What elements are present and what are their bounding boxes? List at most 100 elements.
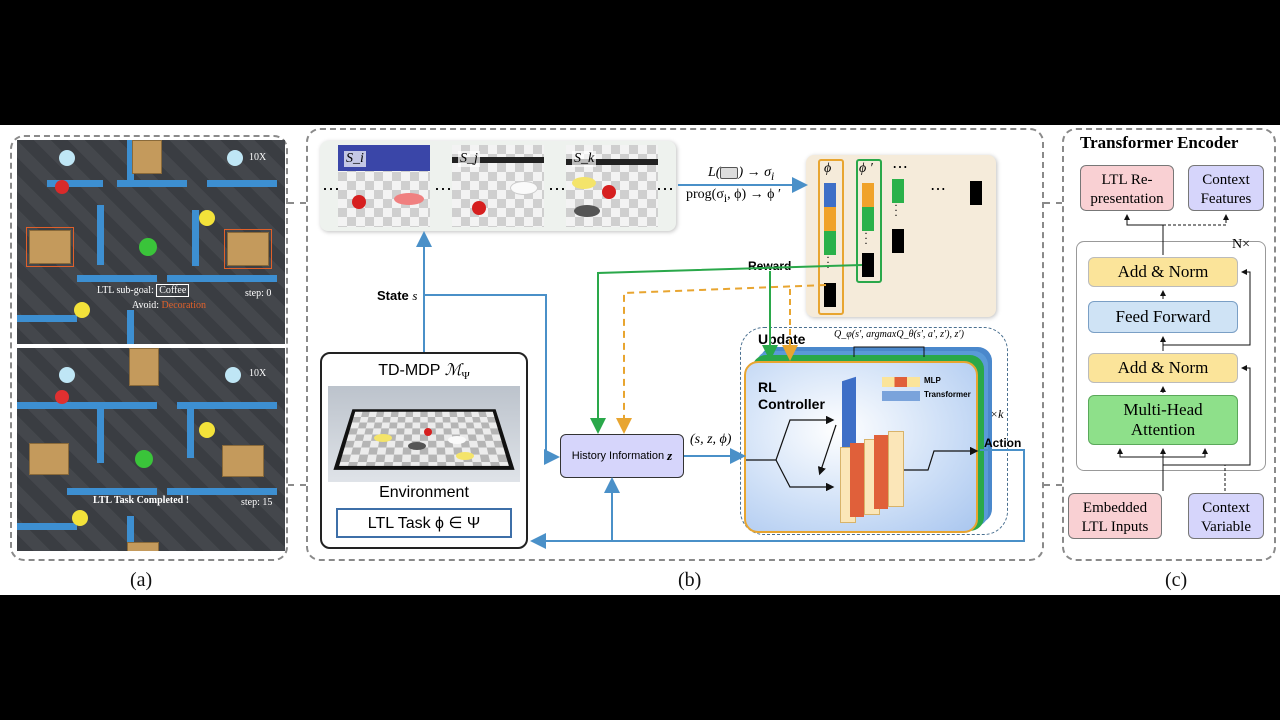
caption-c: (c) bbox=[1165, 569, 1188, 591]
legend-mlp-label: MLP bbox=[924, 376, 941, 385]
td-mdp-title: TD-MDP ℳΨ bbox=[322, 360, 526, 382]
arrow bbox=[1163, 214, 1229, 226]
context-features-box: Context Features bbox=[1188, 165, 1264, 211]
progression-tail: , ϕ) → ϕ ′ bbox=[727, 187, 782, 202]
caption-a: (a) bbox=[130, 569, 153, 591]
cardboard-box bbox=[132, 140, 162, 174]
ltl-representation-box: LTL Re- presentation bbox=[1080, 165, 1174, 211]
arrow bbox=[1163, 448, 1208, 458]
formula-cell bbox=[892, 179, 904, 203]
phi-cell bbox=[824, 231, 836, 255]
tuple-label: (s, z, ϕ) bbox=[690, 432, 732, 447]
red-ball bbox=[602, 185, 616, 199]
state-image-wall bbox=[566, 159, 658, 165]
labeling-function: L() → σi bbox=[708, 165, 774, 183]
wall bbox=[97, 205, 104, 265]
state-image: S_i bbox=[338, 145, 430, 227]
td-mdp-math: ℳ bbox=[444, 362, 462, 379]
arrow bbox=[1117, 448, 1163, 458]
arrow-reward bbox=[590, 264, 863, 434]
robot-green-goal bbox=[135, 450, 153, 468]
wall bbox=[167, 275, 277, 282]
wall bbox=[47, 180, 103, 187]
red-ball bbox=[55, 390, 69, 404]
light-blue-ball bbox=[59, 367, 75, 383]
dark-disc bbox=[574, 205, 600, 217]
wall bbox=[187, 408, 194, 458]
formula-cell bbox=[892, 229, 904, 253]
robot-marker bbox=[55, 180, 69, 194]
encoder-block-frame bbox=[1076, 241, 1266, 471]
wall bbox=[127, 140, 134, 185]
phi-cell bbox=[824, 207, 836, 231]
cardboard-box bbox=[129, 348, 159, 386]
update-region bbox=[740, 327, 1008, 535]
wall bbox=[127, 310, 134, 344]
light-blue-ball bbox=[225, 367, 241, 383]
phi-column bbox=[818, 159, 844, 315]
red-disc bbox=[394, 193, 424, 205]
green-ball bbox=[139, 238, 157, 256]
state-label-text: State bbox=[377, 288, 409, 303]
wall bbox=[67, 488, 157, 495]
arrow-action-to-env bbox=[530, 449, 1025, 549]
formula-progression-box: ϕ ··· ϕ ′ ··· ⋯ ··· ⋯ bbox=[806, 155, 996, 317]
td-mdp-sub: Ψ bbox=[461, 370, 470, 383]
history-information-box: History Information z bbox=[560, 434, 684, 478]
panel-a-bottom-photo: 10X LTL Task Completed ! step: 15 bbox=[17, 348, 285, 551]
vertical-ellipsis: ··· bbox=[864, 226, 868, 250]
arrow-formula-to-history bbox=[616, 284, 827, 434]
multi-head-attention-block: Multi-Head Attention bbox=[1088, 395, 1238, 445]
sensor-icon bbox=[720, 166, 739, 179]
yellow-ball bbox=[199, 422, 215, 438]
white-disc bbox=[510, 181, 538, 195]
dark-disc bbox=[408, 442, 426, 450]
embedded-ltl-inputs-box: Embedded LTL Inputs bbox=[1068, 493, 1162, 539]
legend-transformer-label: Transformer bbox=[924, 390, 971, 399]
figure-canvas: 10X LTL sub-goal: Coffee step: 0 Avoid: … bbox=[0, 125, 1280, 595]
labeling-function-sub: i bbox=[771, 169, 775, 183]
light-blue-ball bbox=[227, 150, 243, 166]
ellipsis: ⋯ bbox=[434, 179, 452, 199]
yellow-ball bbox=[74, 302, 90, 318]
phi-prime-cell bbox=[862, 207, 874, 231]
progression-function: prog(σi, ϕ) → ϕ ′ bbox=[686, 187, 781, 205]
arrow-state-to-history bbox=[424, 294, 560, 465]
progression-head: prog(σ bbox=[686, 187, 724, 202]
arrow bbox=[1124, 214, 1163, 226]
history-var: z bbox=[667, 448, 673, 463]
panel-b-frame bbox=[306, 128, 1044, 561]
subgoal-value: Coffee bbox=[156, 284, 190, 297]
legend-mlp-swatch bbox=[882, 377, 920, 387]
speed-label: 10X bbox=[249, 152, 267, 163]
panel-connector bbox=[1044, 202, 1062, 204]
feed-forward-block: Feed Forward bbox=[1088, 301, 1238, 333]
state-label-si: S_i bbox=[344, 151, 366, 167]
avoid-label: Avoid: Decoration bbox=[132, 300, 206, 311]
n-times-label: N× bbox=[1232, 237, 1251, 252]
controller-wire bbox=[853, 346, 925, 357]
yellow-disc bbox=[456, 452, 474, 460]
panel-connector bbox=[288, 484, 306, 486]
yellow-ball bbox=[72, 510, 88, 526]
step-label: step: 15 bbox=[241, 497, 273, 508]
add-norm-top: Add & Norm bbox=[1088, 257, 1238, 287]
task-completed-label: LTL Task Completed ! bbox=[93, 495, 190, 506]
wall bbox=[17, 315, 77, 322]
wall bbox=[77, 275, 157, 282]
mlp-layer bbox=[874, 435, 888, 509]
cardboard-box bbox=[26, 227, 74, 267]
wall bbox=[77, 402, 157, 409]
td-mdp-box: TD-MDP ℳΨ Environment LTL Task ϕ ∈ Ψ bbox=[320, 352, 528, 549]
wall bbox=[97, 408, 104, 463]
controller-wire bbox=[817, 424, 837, 476]
history-label: History Information bbox=[571, 450, 665, 462]
panel-b-arrows bbox=[416, 177, 1025, 549]
phi-prime-cell bbox=[862, 253, 874, 277]
q-formula: Q_φ(s′, argmaxQ_θ(s′, a′, z′), z′) bbox=[834, 329, 964, 340]
wall bbox=[117, 180, 187, 187]
yellow-ball bbox=[199, 210, 215, 226]
state-strip: ⋯ ⋯ ⋯ ⋯ S_i S_j S_k bbox=[320, 141, 676, 231]
panel-a-top-photo: 10X LTL sub-goal: Coffee step: 0 Avoid: … bbox=[17, 140, 285, 344]
cardboard-box bbox=[222, 445, 264, 477]
